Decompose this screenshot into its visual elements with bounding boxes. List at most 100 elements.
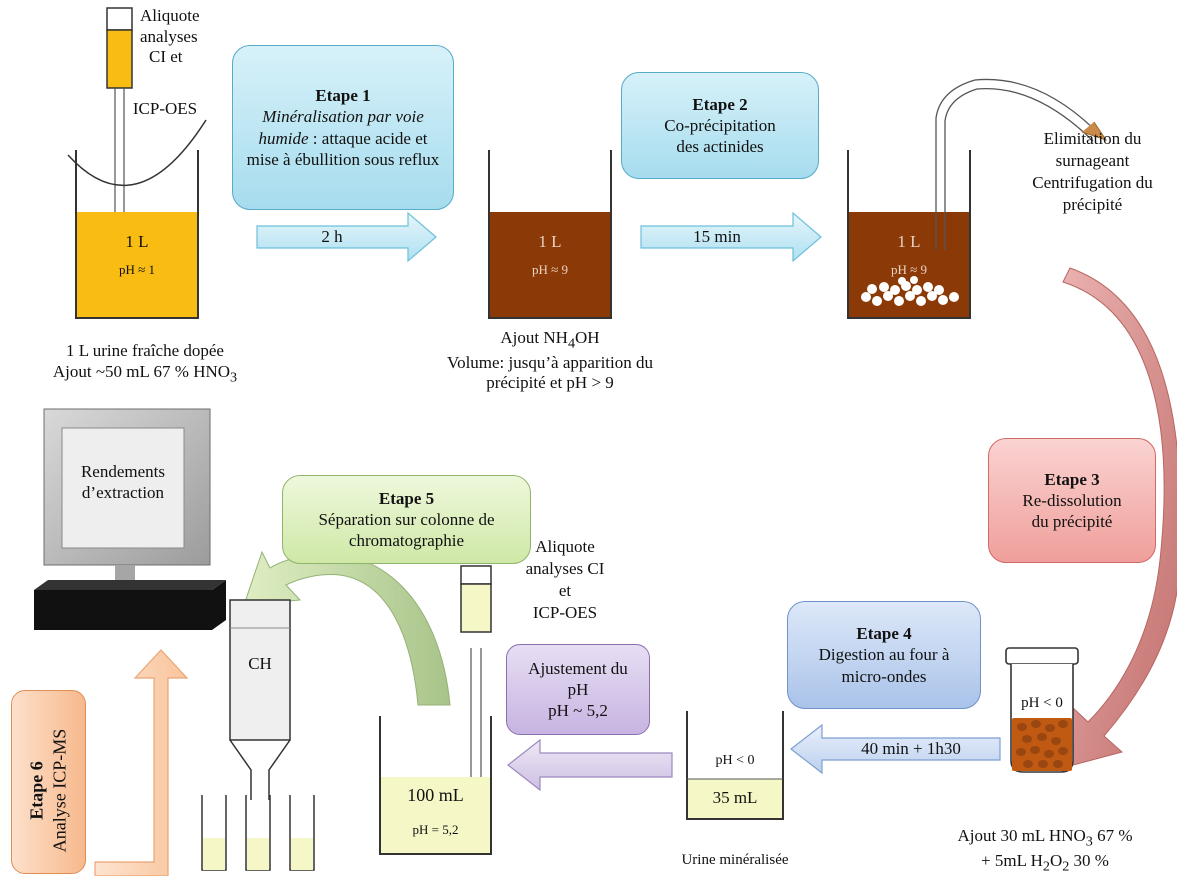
tube-caption-line2: + 5mL H2O2 30 % [925,851,1165,876]
chromatography-column [229,599,291,800]
beaker2-caption1-pre: Ajout NH [500,328,568,347]
step4-box: Etape 4 Digestion au four à micro-ondes [787,601,981,709]
step2-box: Etape 2 Co-précipitation des actinides [621,72,819,179]
red-curved-arrow [1061,267,1177,769]
beaker-3 [847,78,1108,319]
tube-caption1-sub: 3 [1085,833,1093,850]
beaker1-ph: pH ≈ 1 [118,262,156,277]
monitor-line2: d’extraction [81,482,165,502]
beaker3-volume: 1 L [897,232,921,251]
step1-italic: Minéralisation par voie humide [258,107,424,148]
beaker2-volume: 1 L [538,232,562,251]
beaker2-caption-line3: précipité et pH > 9 [486,373,614,393]
step5-line1: Séparation sur colonne de [318,509,495,529]
arrow-digestion [790,723,1001,775]
step4-line2: micro-ondes [841,666,927,686]
step2-title: Etape 2 [692,94,748,114]
beaker3-note3: Centrifugation du [1032,173,1153,193]
step2-line1: Co-précipitation [664,115,776,135]
computer-monitor [34,408,226,630]
step5-line2: chromatographie [348,531,465,551]
tube-caption1-pre: Ajout 30 mL HNO [957,826,1086,845]
beaker4-caption: Urine minéralisée [681,852,789,868]
green-curved-arrow [243,550,451,706]
ph-adjust-box: Ajustement du pH pH ~ 5,2 [506,644,650,735]
beaker2-ph: pH ≈ 9 [531,262,569,277]
top-aliquot-line4: ICP-OES [132,99,198,118]
step6-line1: Analyse ICP-MS [49,728,69,853]
arrow-digestion-label: 40 min + 1h30 [861,739,961,758]
bottom-aliquot-label: Aliquote analyses CI et ICP-OES [500,536,630,624]
tube-caption2-post: 30 % [1069,850,1109,870]
step4-line1: Digestion au four à [818,645,950,665]
beaker3-notes: Elimitation du surnageant Centrifugation… [1010,128,1175,216]
beaker2-caption: Ajout NH4OH Volume: jusqu’à apparition d… [400,328,700,394]
step6-text: Etape 6 Analyse ICP-MS [26,701,71,876]
beaker4-volume: 35 mL [712,788,758,807]
tube-ph: pH < 0 [1021,695,1063,711]
step4-title: Etape 4 [856,624,912,644]
arrow-2h-label: 2 h [321,227,343,246]
step5-title: Etape 5 [378,488,435,508]
tube-caption1-post: 67 % [1092,826,1133,845]
monitor-line1: Rendements [80,462,166,481]
tube-caption-line1: Ajout 30 mL HNO3 67 % [925,826,1165,851]
beaker4-ph: pH < 0 [715,753,755,768]
beaker1-caption-line2: Ajout ~50 mL 67 % HNO3 [15,362,275,387]
ph-adjust-line1: Ajustement du [528,658,628,678]
bottom-aliquot-line4: ICP-OES [532,603,598,623]
ph-adjust-line2: pH [567,679,589,699]
arrow-15min [640,211,822,263]
beaker3-note1: Elimitation du [1043,129,1142,148]
beaker-4 [686,711,784,820]
beaker3-ph: pH ≈ 9 [890,262,928,277]
beaker3-note2: surnageant [1055,151,1130,171]
beaker1-caption2-text: Ajout ~50 mL 67 % HNO [52,361,231,381]
beaker3-note4: précipité [1062,195,1123,215]
bottom-aliquot-line3: et [558,581,572,601]
digestion-tube [1005,647,1079,773]
beaker1-caption-line1: 1 L urine fraîche dopée [66,341,224,360]
step1-title: Etape 1 [315,86,371,105]
arrow-15min-label: 15 min [693,227,741,246]
beaker-2 [488,150,612,319]
monitor-text: Rendements d’extraction [62,462,184,503]
beaker1-caption: 1 L urine fraîche dopée Ajout ~50 mL 67 … [15,341,275,386]
top-aliquot-line3: CI et [149,47,183,67]
beaker5-volume: 100 mL [407,785,464,805]
tube-caption2-sub1: 2 [1042,858,1050,875]
step2-line2: des actinides [676,137,764,157]
tube-caption: Ajout 30 mL HNO3 67 % + 5mL H2O2 30 % [925,826,1165,875]
beaker5-ph: pH = 5,2 [412,822,459,837]
collection-tubes [201,795,315,871]
top-aliquot-tube [106,7,133,248]
beaker-5 [379,716,492,855]
top-aliquot-label: Aliquote analyses CI et [140,6,210,68]
beaker2-caption1-sub: 4 [567,335,576,352]
step3-box: Etape 3 Re-dissolution du précipité [988,438,1156,563]
bottom-aliquot-line1: Aliquote [535,537,595,556]
arrow-ph-adjust [507,738,673,792]
beaker2-caption-line2: Volume: jusqu’à apparition du [446,352,654,372]
beaker1-caption2-sub: 3 [230,369,238,386]
step5-box: Etape 5 Séparation sur colonne de chroma… [282,475,531,564]
step1-rest: : attaque acide et mise à ébullition sou… [246,128,440,169]
top-aliquot-line1: Aliquote [140,6,200,25]
beaker1-volume: 1 L [125,232,149,251]
arrow-icp-ms [94,649,189,876]
step1-box: Etape 1 Minéralisation par voie humide :… [232,45,454,210]
step3-title: Etape 3 [1044,469,1100,489]
step1-description: Minéralisation par voie humide : attaque… [241,106,446,170]
tube-caption2-sub2: 2 [1062,858,1070,875]
beaker2-caption1-post: OH [575,328,600,347]
top-aliquot-line2: analyses [140,26,198,46]
step6-title: Etape 6 [26,761,47,820]
tube-caption2-pre: + 5mL H [981,850,1043,870]
bottom-aliquot-line2: analyses CI [525,559,605,579]
step6-box [11,690,86,874]
beaker-1 [67,119,207,319]
beaker2-caption-line1: Ajout NH4OH [400,328,700,353]
step3-line1: Re-dissolution [1022,490,1122,510]
